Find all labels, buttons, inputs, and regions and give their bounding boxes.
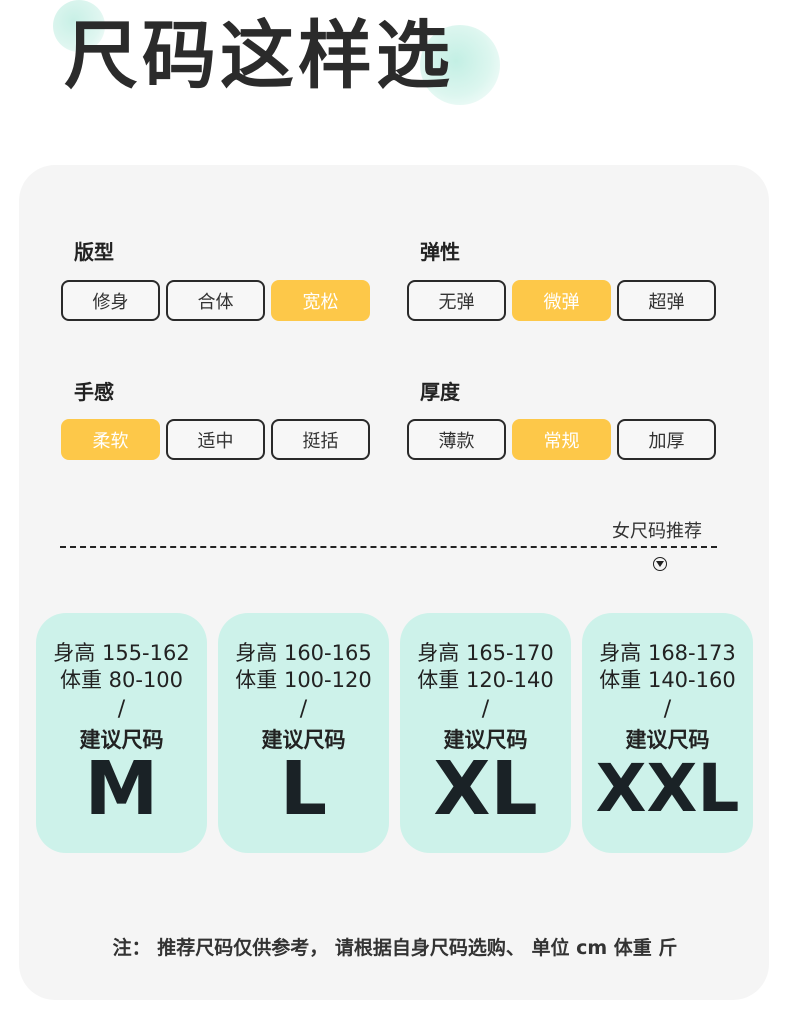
feel-label: 手感 [74, 380, 114, 404]
size-card-m: 身高 155-162 体重 80-100 / 建议尺码 M [36, 613, 207, 853]
feel-option-soft[interactable]: 柔软 [61, 419, 160, 460]
fit-options: 修身 合体 宽松 [61, 280, 370, 321]
height-range: 身高 155-162 [53, 641, 190, 665]
separator: / [299, 697, 308, 722]
fit-option-slim[interactable]: 修身 [61, 280, 160, 321]
page-title: 尺码这样选 [64, 13, 454, 99]
decorative-circle [53, 0, 105, 52]
recommended-size-label: 建议尺码 [443, 728, 528, 752]
chevron-down-circle-icon [653, 557, 667, 571]
height-range: 身高 165-170 [417, 641, 554, 665]
separator: / [481, 697, 490, 722]
size-value: XXL [595, 750, 740, 827]
recommended-size-label: 建议尺码 [79, 728, 164, 752]
title-area: 尺码这样选 [0, 0, 790, 130]
women-size-recommend-label: 女尺码推荐 [612, 521, 702, 542]
weight-range: 体重 80-100 [59, 668, 184, 692]
thickness-option-thick[interactable]: 加厚 [617, 419, 716, 460]
elastic-options: 无弹 微弹 超弹 [407, 280, 716, 321]
feel-options: 柔软 适中 挺括 [61, 419, 370, 460]
size-card-l: 身高 160-165 体重 100-120 / 建议尺码 L [218, 613, 389, 853]
feel-option-medium[interactable]: 适中 [166, 419, 265, 460]
weight-range: 体重 120-140 [417, 668, 554, 692]
size-card-xxl: 身高 168-173 体重 140-160 / 建议尺码 XXL [582, 613, 753, 853]
recommended-size-label: 建议尺码 [261, 728, 346, 752]
weight-range: 体重 100-120 [235, 668, 372, 692]
size-value: L [279, 746, 328, 832]
height-range: 身高 160-165 [235, 641, 372, 665]
feel-option-crisp[interactable]: 挺括 [271, 419, 370, 460]
size-card-xl: 身高 165-170 体重 120-140 / 建议尺码 XL [400, 613, 571, 853]
dashed-divider [60, 546, 717, 548]
thickness-option-thin[interactable]: 薄款 [407, 419, 506, 460]
size-value: XL [433, 746, 538, 832]
height-range: 身高 168-173 [599, 641, 736, 665]
elastic-option-none[interactable]: 无弹 [407, 280, 506, 321]
footnote: 注： 推荐尺码仅供参考， 请根据自身尺码选购、 单位 cm 体重 斤 [112, 937, 678, 959]
elastic-option-slight[interactable]: 微弹 [512, 280, 611, 321]
decorative-circle [420, 25, 500, 105]
elastic-label: 弹性 [420, 240, 460, 264]
separator: / [663, 697, 672, 722]
thickness-option-regular[interactable]: 常规 [512, 419, 611, 460]
recommended-size-label: 建议尺码 [625, 728, 710, 752]
thickness-label: 厚度 [420, 380, 460, 404]
weight-range: 体重 140-160 [599, 668, 736, 692]
fit-option-regular[interactable]: 合体 [166, 280, 265, 321]
separator: / [117, 697, 126, 722]
elastic-option-high[interactable]: 超弹 [617, 280, 716, 321]
thickness-options: 薄款 常规 加厚 [407, 419, 716, 460]
fit-option-loose[interactable]: 宽松 [271, 280, 370, 321]
fit-label: 版型 [74, 240, 114, 264]
size-value: M [84, 746, 159, 832]
